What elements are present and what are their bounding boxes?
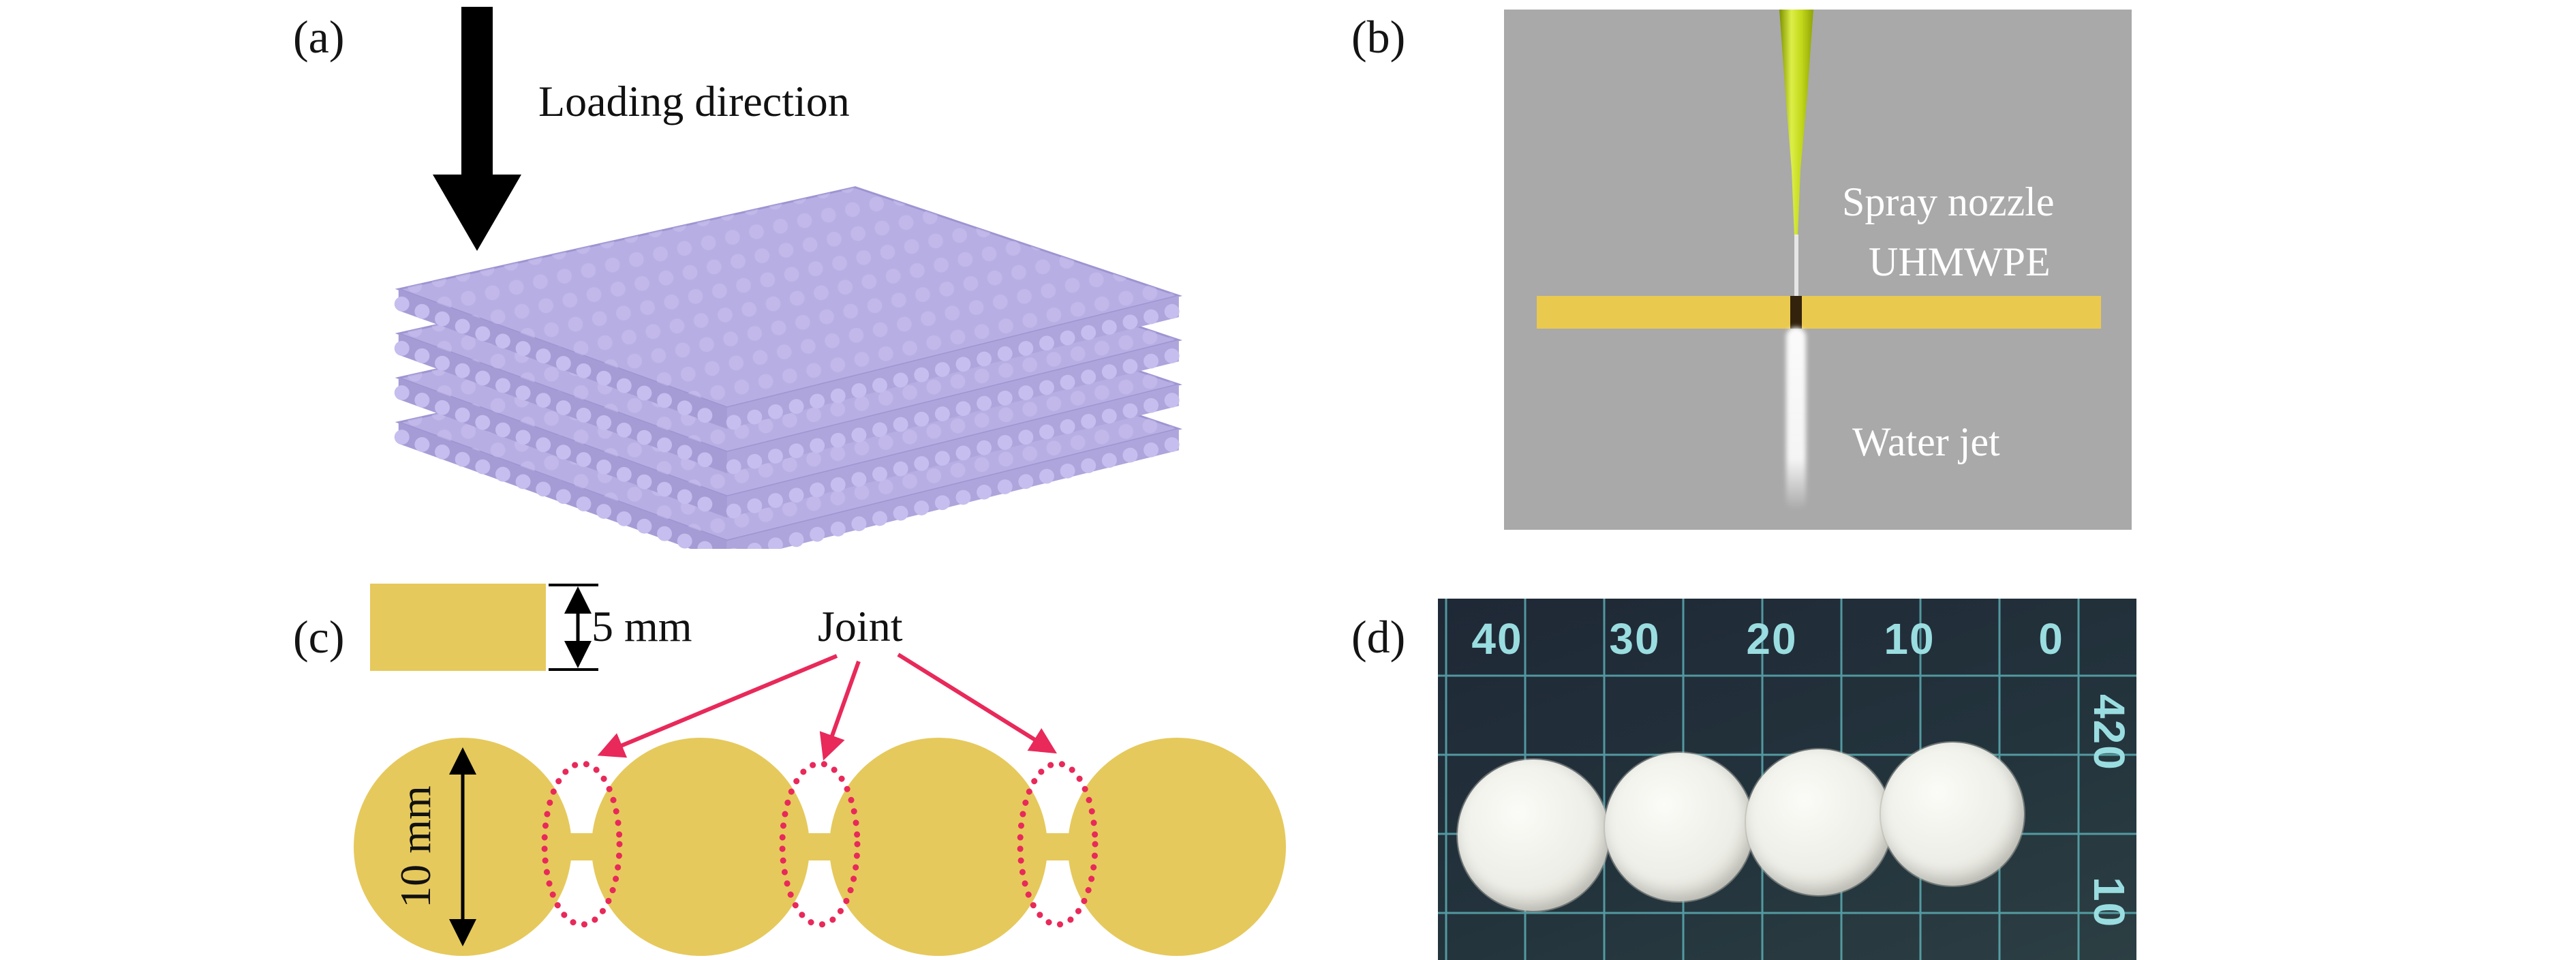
jet-upper-line — [1794, 235, 1798, 303]
spray-apparatus-panel: Spray nozzle UHMWPE Water jet — [1504, 10, 2132, 530]
panel-b-label: (b) — [1351, 11, 1406, 63]
thickness-dim-label: 5 mm — [592, 602, 692, 650]
uhmwpe-label: UHMWPE — [1869, 239, 2051, 284]
sample-disc-2 — [1605, 753, 1753, 901]
joint-arrow-left — [597, 654, 838, 758]
sample-disc-3 — [1746, 749, 1892, 895]
ruler-mark-0: 0 — [2038, 614, 2064, 663]
stacked-layers-illustration — [378, 181, 1193, 549]
ruler-mark-side-10: 10 — [2085, 877, 2134, 929]
loading-direction-label: Loading direction — [538, 77, 850, 125]
uhmwpe-sheet-shape — [1537, 296, 2101, 329]
spray-nozzle-label: Spray nozzle — [1842, 179, 2055, 224]
diameter-dim-label: 10 mm — [391, 785, 440, 908]
sample-circle-4 — [1068, 738, 1286, 956]
ruler-mark-20: 20 — [1746, 614, 1798, 663]
joint-ellipse-1 — [541, 760, 623, 928]
joint-connector-3 — [1037, 833, 1078, 860]
ruler-mark-420: 420 — [2085, 694, 2134, 771]
water-jet-shape — [1786, 327, 1806, 510]
joint-ellipse-2 — [779, 760, 861, 928]
panel-d-label: (d) — [1351, 611, 1406, 663]
photo-samples-on-grid: 40 30 20 10 0 420 10 — [1438, 599, 2136, 960]
panel-a-label: (a) — [293, 11, 345, 63]
joint-arrow-middle — [819, 660, 861, 761]
sheet-slit — [1790, 296, 1802, 329]
sample-circle-3 — [829, 738, 1047, 956]
loading-arrow-head — [433, 175, 521, 251]
sample-disc-4 — [1881, 742, 2024, 886]
panel-c-label: (c) — [293, 611, 345, 663]
panel-c-annotations — [449, 584, 1099, 946]
joint-arrow-right — [897, 652, 1057, 754]
ruler-mark-10: 10 — [1884, 614, 1935, 663]
sample-cross-section-rect — [370, 584, 546, 671]
sample-disc-1 — [1458, 760, 1609, 911]
loading-arrow-shaft — [461, 7, 493, 176]
water-jet-label: Water jet — [1852, 419, 2000, 464]
joint-label: Joint — [818, 602, 903, 650]
ruler-mark-30: 30 — [1609, 614, 1661, 663]
joint-connector-1 — [562, 833, 602, 860]
joint-connector-2 — [799, 833, 840, 860]
ruler-mark-40: 40 — [1471, 614, 1523, 663]
joint-ellipse-3 — [1017, 760, 1099, 928]
spray-nozzle-shape — [1779, 10, 1813, 236]
spray-apparatus-illustration — [1537, 10, 2101, 510]
sample-circle-2 — [592, 738, 810, 956]
